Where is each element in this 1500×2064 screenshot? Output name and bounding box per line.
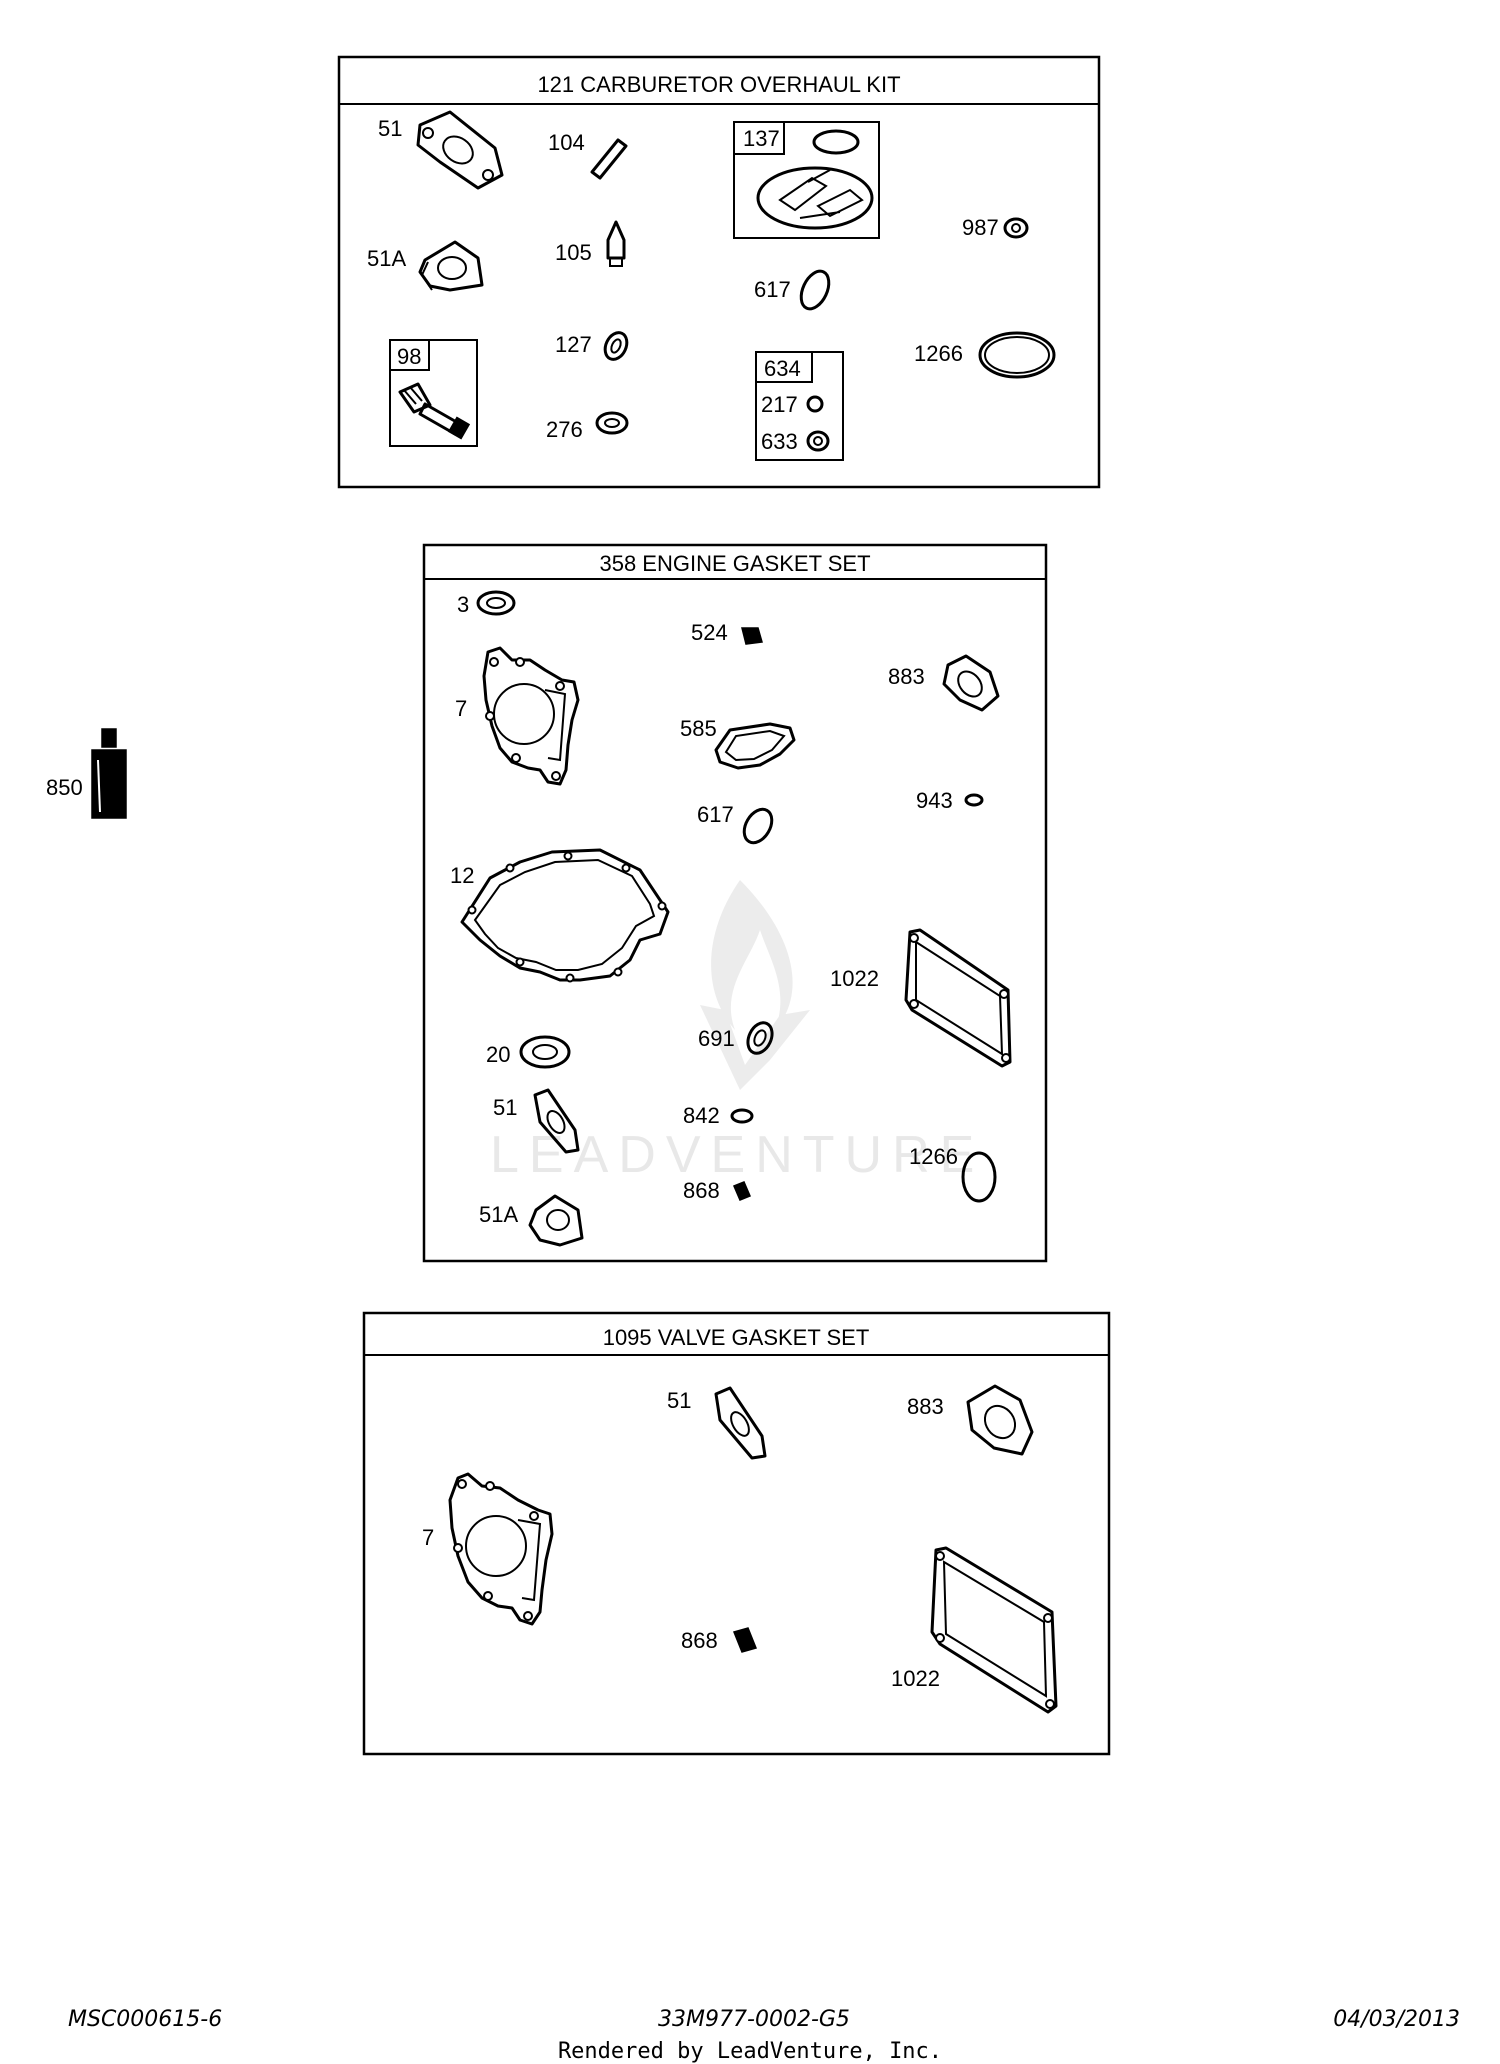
part-label: 105 <box>555 240 592 265</box>
part-1022-valve-cover-gasket: 1022 <box>891 1546 1058 1714</box>
part-label: 1266 <box>914 341 963 366</box>
kit-title: 121 CARBURETOR OVERHAUL KIT <box>537 72 900 97</box>
part-label: 12 <box>450 863 474 888</box>
part-label: 1022 <box>830 966 879 991</box>
part-label: 20 <box>486 1042 510 1067</box>
part-label: 7 <box>422 1525 434 1550</box>
part-1266-o-ring: 1266 <box>914 331 1056 379</box>
part-20-seal: 20 <box>486 1035 571 1069</box>
part-617-o-ring: 617 <box>754 269 831 311</box>
part-1022-valve-cover-gasket: 1022 <box>830 928 1012 1068</box>
part-label: 850 <box>46 775 83 800</box>
part-label: 883 <box>907 1394 944 1419</box>
part-12-crankcase-gasket: 12 <box>450 848 670 983</box>
part-label: 51A <box>367 246 406 271</box>
part-105-needle: 105 <box>555 220 626 267</box>
part-label: 943 <box>916 788 953 813</box>
part-987-seal: 987 <box>962 215 1029 240</box>
part-label: 104 <box>548 130 585 155</box>
part-label: 868 <box>683 1178 720 1203</box>
watermark: LEADVENTURE <box>490 880 984 1184</box>
part-98-box: 98 <box>389 339 478 447</box>
part-524-plug: 524 <box>691 620 763 645</box>
part-label: 51A <box>479 1202 518 1227</box>
part-850-sealant-tube: 850 <box>46 728 127 819</box>
footer-date: 04/03/2013 <box>1333 2007 1460 2032</box>
part-634-box: 634 217 633 <box>755 351 844 461</box>
part-276-washer: 276 <box>546 411 629 442</box>
part-label: 634 <box>764 356 801 381</box>
part-label: 276 <box>546 417 583 442</box>
part-label: 1022 <box>891 1666 940 1691</box>
part-868-plug: 868 <box>683 1178 751 1203</box>
footer-drawing-number: 33M977-0002-G5 <box>658 2007 850 2032</box>
part-label: 51 <box>378 116 402 141</box>
part-label: 217 <box>761 392 798 417</box>
part-label: 617 <box>697 802 734 827</box>
kit-frame <box>362 1311 1111 1756</box>
part-label: 987 <box>962 215 999 240</box>
part-51a-gasket: 51A <box>479 1194 584 1247</box>
part-868-plug: 868 <box>681 1627 758 1653</box>
footer-rendered-by: Rendered by LeadVenture, Inc. <box>558 2039 942 2064</box>
part-label: 691 <box>698 1026 735 1051</box>
part-label: 524 <box>691 620 728 645</box>
part-label: 127 <box>555 332 592 357</box>
part-label: 137 <box>743 126 780 151</box>
part-label: 7 <box>455 696 467 721</box>
footer: MSC000615-6 33M977-0002-G5 04/03/2013 Re… <box>68 2007 1460 2064</box>
part-104-pin: 104 <box>548 130 628 180</box>
part-51-gasket: 51 <box>378 110 504 190</box>
kit-engine-gasket-set: 358 ENGINE GASKET SET 3 7 12 <box>422 543 1048 1263</box>
kit-carburetor-overhaul: 121 CARBURETOR OVERHAUL KIT 51 51A 104 1… <box>337 55 1101 489</box>
kit-title: 358 ENGINE GASKET SET <box>599 551 870 576</box>
part-label: 633 <box>761 429 798 454</box>
part-127-ring: 127 <box>555 331 629 361</box>
part-label: 868 <box>681 1628 718 1653</box>
watermark-text: LEADVENTURE <box>490 1126 984 1184</box>
kit-frame <box>337 55 1101 489</box>
part-label: 1266 <box>909 1144 958 1169</box>
part-label: 51 <box>493 1095 517 1120</box>
part-617-o-ring: 617 <box>697 802 774 845</box>
part-3-seal: 3 <box>457 590 516 617</box>
part-label: 617 <box>754 277 791 302</box>
kit-frame <box>422 543 1048 1263</box>
part-label: 842 <box>683 1103 720 1128</box>
part-842-o-ring: 842 <box>683 1103 754 1128</box>
kit-title: 1095 VALVE GASKET SET <box>603 1325 870 1350</box>
part-label: 51 <box>667 1388 691 1413</box>
part-691-seal: 691 <box>698 1021 774 1055</box>
part-label: 883 <box>888 664 925 689</box>
part-883-gasket: 883 <box>907 1384 1034 1456</box>
footer-left-code: MSC000615-6 <box>68 2007 222 2032</box>
part-51a-gasket: 51A <box>367 240 484 292</box>
part-7-head-gasket: 7 <box>455 646 580 786</box>
part-51-gasket: 51 <box>667 1386 767 1460</box>
part-label: 98 <box>397 344 421 369</box>
part-137-box: 137 <box>733 121 880 239</box>
part-1266-o-ring: 1266 <box>909 1144 997 1203</box>
part-label: 3 <box>457 592 469 617</box>
part-7-head-gasket: 7 <box>422 1472 554 1626</box>
part-51-gasket: 51 <box>493 1088 580 1154</box>
part-883-gasket: 883 <box>888 654 1000 712</box>
part-943-ring: 943 <box>916 788 984 813</box>
kit-valve-gasket-set: 1095 VALVE GASKET SET 7 51 868 883 <box>362 1311 1111 1756</box>
part-label: 585 <box>680 716 717 741</box>
part-585-gasket: 585 <box>680 716 796 770</box>
